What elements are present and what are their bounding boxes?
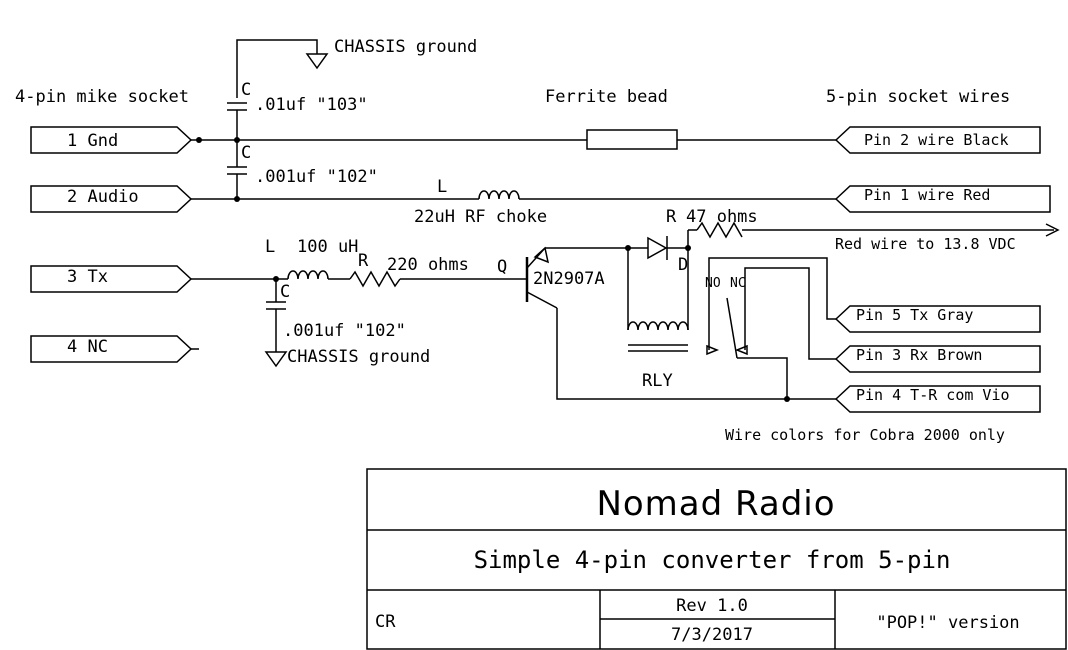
c2-value: .001uf "102": [255, 167, 378, 187]
left-pin-1: 1 Gnd: [30, 126, 193, 154]
left-pin-2-label: 2 Audio: [67, 187, 139, 207]
r1-value: 220 ohms: [387, 255, 469, 275]
chassis-ground-top: CHASSIS ground: [236, 37, 477, 98]
no-label: NO: [705, 276, 721, 291]
q-letter: Q: [497, 257, 507, 277]
right-pin-1-label: Pin 2 wire Black: [864, 131, 1009, 149]
right-pin-1: Pin 2 wire Black: [834, 126, 1041, 154]
c1-value: .01uf "103": [255, 95, 368, 115]
title-author: CR: [375, 612, 396, 632]
c1-letter: C: [241, 80, 251, 100]
left-pin-4: 4 NC: [30, 335, 199, 363]
red-wire-label: Red wire to 13.8 VDC: [835, 235, 1016, 253]
relay-rly: RLY: [627, 321, 689, 391]
inductor-l2: L 100 uH: [265, 237, 358, 280]
title-description: Simple 4-pin converter from 5-pin: [474, 546, 951, 574]
ferrite-bead-label: Ferrite bead: [545, 87, 668, 107]
left-pin-1-label: 1 Gnd: [67, 131, 118, 151]
right-pin-3-label: Pin 5 Tx Gray: [856, 306, 973, 324]
rly-label: RLY: [642, 371, 673, 391]
capacitor-c1: C .01uf "103": [227, 80, 368, 140]
left-pin-4-label: 4 NC: [67, 337, 108, 357]
right-pin-5-label: Pin 4 T-R com Vio: [856, 386, 1010, 404]
relay-contacts: NO NC: [705, 257, 836, 402]
title-company: Nomad Radio: [596, 484, 835, 524]
transistor-q: Q 2N2907A: [497, 246, 836, 400]
l1-value: 22uH RF choke: [414, 207, 547, 227]
inductor-l1: L 22uH RF choke: [414, 177, 547, 227]
right-pin-4-label: Pin 3 Rx Brown: [856, 346, 982, 364]
title-version: "POP!" version: [876, 613, 1019, 633]
right-pin-2: Pin 1 wire Red: [834, 185, 1051, 213]
c3-value: .001uf "102": [283, 321, 406, 341]
l2-letter: L: [265, 237, 275, 257]
r2-letter: R: [666, 207, 677, 227]
left-pin-2: 2 Audio: [30, 185, 193, 213]
wire-note: Wire colors for Cobra 2000 only: [725, 426, 1005, 444]
title-block: Nomad Radio Simple 4-pin converter from …: [366, 468, 1067, 650]
right-pin-3: Pin 5 Tx Gray: [834, 305, 1041, 333]
l2-value: 100 uH: [297, 237, 358, 257]
c2-letter: C: [241, 143, 251, 163]
resistor-r2: R 47 ohms: [666, 207, 758, 239]
mike-socket-label: 4-pin mike socket: [15, 87, 189, 107]
capacitor-c2: C .001uf "102": [227, 140, 378, 199]
l1-letter: L: [437, 177, 447, 197]
title-date: 7/3/2017: [671, 625, 753, 645]
right-pin-2-label: Pin 1 wire Red: [864, 186, 990, 204]
chassis-ground-bottom-label: CHASSIS ground: [287, 347, 430, 367]
left-pin-3-label: 3 Tx: [67, 267, 108, 287]
d-letter: D: [678, 255, 688, 275]
title-revision: Rev 1.0: [676, 596, 748, 616]
right-pin-5: Pin 4 T-R com Vio: [834, 385, 1041, 413]
chassis-ground-bottom: CHASSIS ground: [264, 347, 430, 368]
resistor-r1: R 220 ohms: [349, 251, 469, 288]
c3-letter: C: [280, 282, 290, 302]
left-pin-3: 3 Tx: [30, 265, 193, 293]
chassis-ground-top-label: CHASSIS ground: [334, 37, 477, 57]
q-part: 2N2907A: [533, 269, 605, 289]
socket-wires-label: 5-pin socket wires: [826, 87, 1010, 107]
ferrite-bead: [586, 129, 678, 150]
right-pin-4: Pin 3 Rx Brown: [834, 345, 1041, 373]
r1-letter: R: [358, 251, 369, 271]
capacitor-c3: C .001uf "102": [266, 279, 406, 352]
diode-d: D: [647, 236, 688, 275]
r2-value: 47 ohms: [686, 207, 758, 227]
nc-label: NC: [730, 276, 746, 291]
